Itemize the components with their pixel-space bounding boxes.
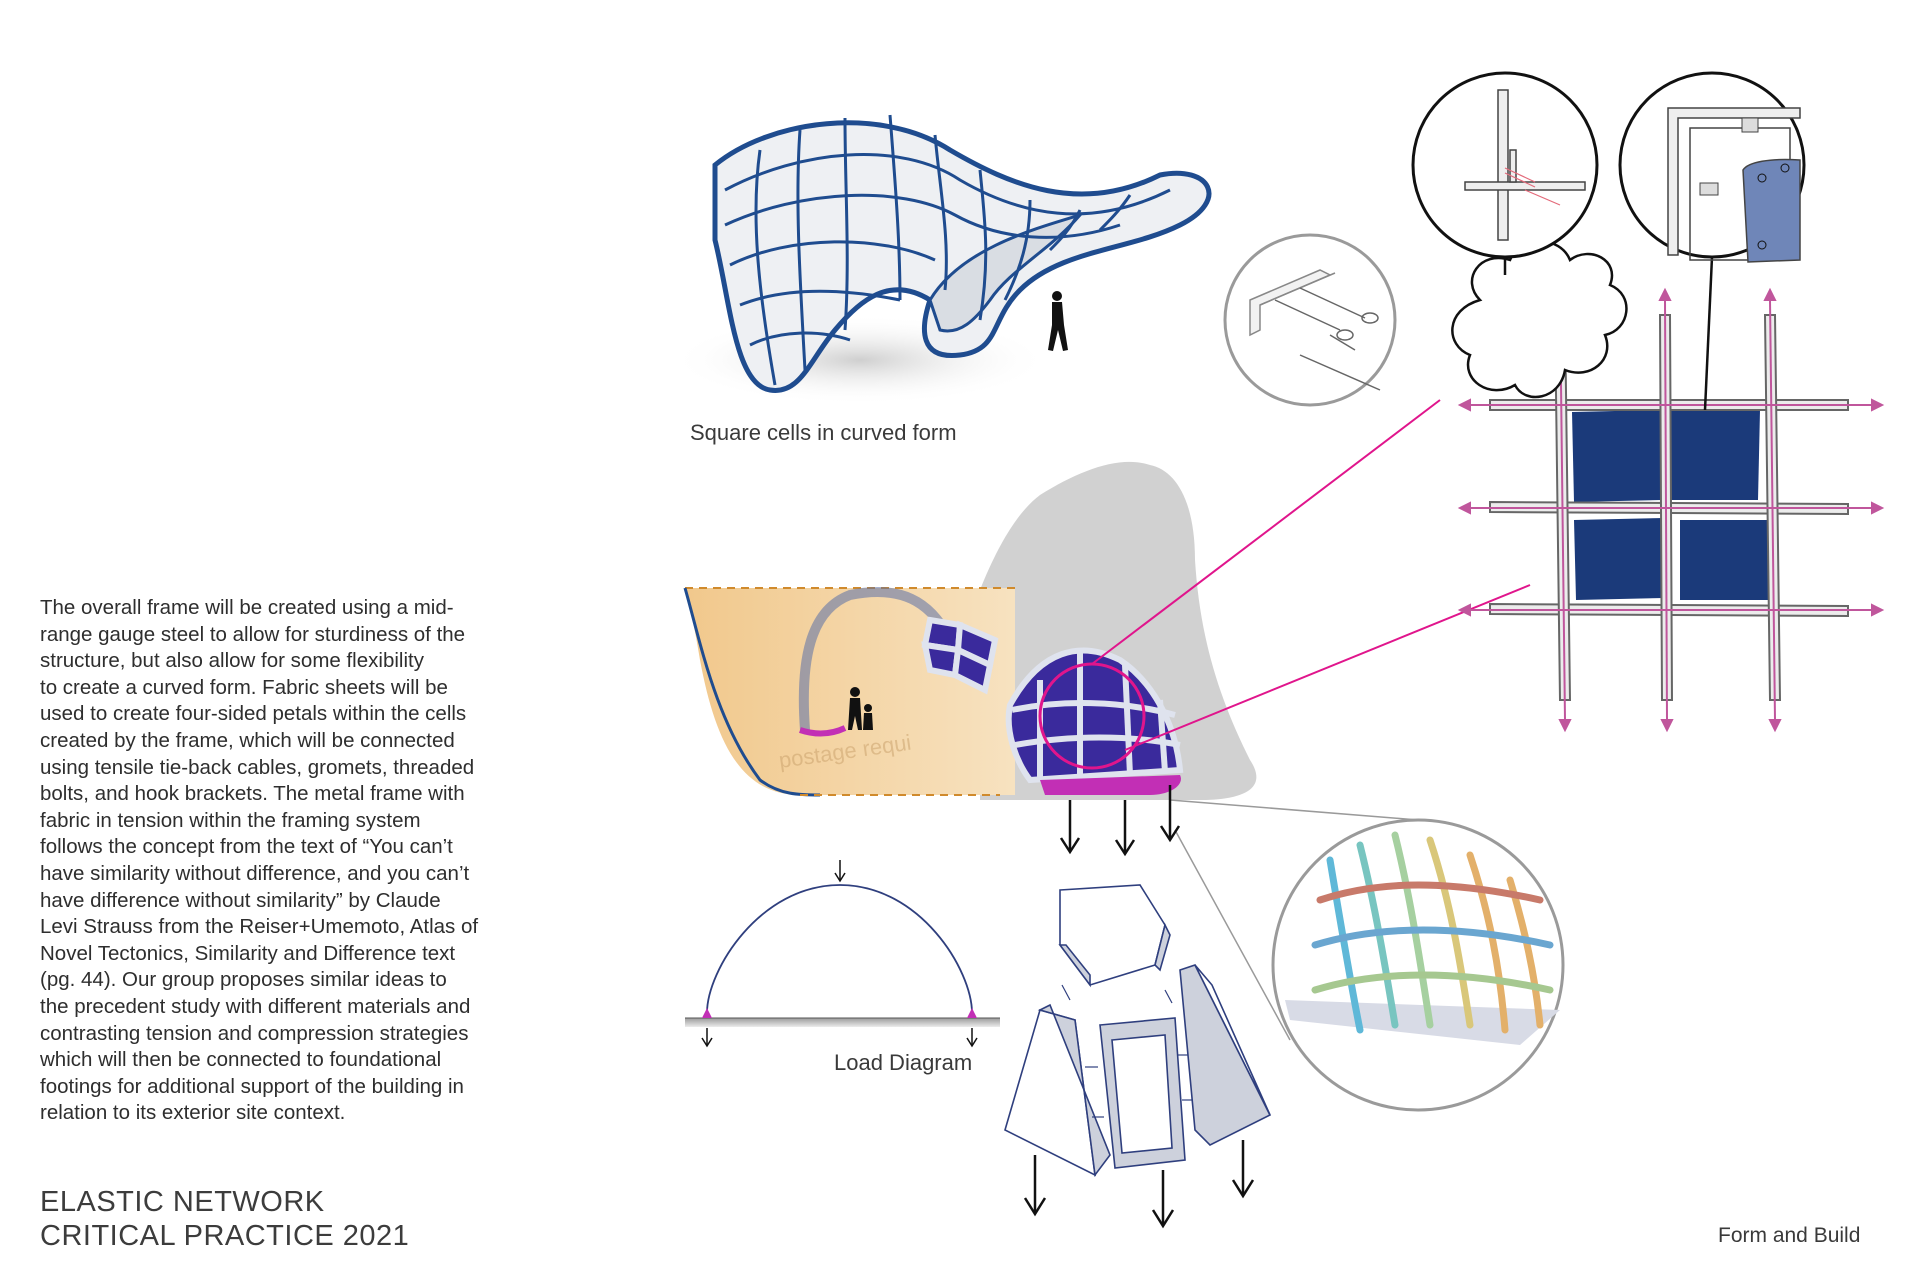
description-line: have similarity without difference, and …	[40, 861, 470, 885]
bolt-joint-detail	[1411, 71, 1599, 275]
caption-load-diagram: Load Diagram	[834, 1050, 973, 1075]
description-line: to create a curved form. Fabric sheets w…	[40, 675, 448, 699]
description-line: have difference without similarity” by C…	[40, 888, 441, 912]
curved-form-shell	[712, 120, 1212, 393]
description-line: using tensile tie-back cables, gromets, …	[40, 755, 475, 779]
people-silhouettes	[848, 687, 873, 730]
description-line: bolts, and hook brackets. The metal fram…	[40, 782, 465, 806]
mesh-render-detail	[1169, 799, 1565, 1112]
zoom-line-top	[1091, 399, 1441, 665]
description-line: (pg. 44). Our group proposes similar ide…	[40, 968, 447, 992]
description-line: footings for additional support of the b…	[40, 1074, 464, 1098]
description-line: fabric in tension within the framing sys…	[40, 808, 421, 832]
description-line: Levi Strauss from the Reiser+Umemoto, At…	[40, 915, 479, 939]
project-title: ELASTIC NETWORK CRITICAL PRACTICE 2021	[40, 1185, 409, 1253]
detail-cloud-callout	[1451, 240, 1628, 399]
cable-grommet-detail	[1223, 233, 1397, 407]
exploded-petal-pieces	[1004, 884, 1272, 1178]
description-line: contrasting tension and compression stra…	[40, 1021, 469, 1045]
description-line: relation to its exterior site context.	[40, 1101, 346, 1125]
description-line: the precedent study with different mater…	[40, 994, 471, 1018]
petal-strip	[921, 616, 999, 695]
description-line: used to create four-sided petals within …	[40, 702, 467, 726]
pieces-load-arrows	[1023, 1140, 1255, 1229]
site-ground	[685, 588, 1015, 795]
project-title-line1: ELASTIC NETWORK	[40, 1186, 325, 1218]
description-line: follows the concept from the text of “Yo…	[40, 835, 453, 859]
project-title-line2: CRITICAL PRACTICE 2021	[40, 1220, 410, 1252]
description-paragraph: The overall frame will be created using …	[40, 595, 600, 1127]
curved-form-render	[670, 114, 1212, 405]
caption-form-build: Form and Build	[1718, 1224, 1861, 1247]
section-load-arrows	[1059, 785, 1181, 857]
description-line: Novel Tectonics, Similarity and Differen…	[40, 941, 456, 965]
load-diagram	[685, 860, 1000, 1048]
description-line: The overall frame will be created using …	[40, 596, 454, 619]
curved-form-grid	[724, 114, 1171, 386]
description-line: range gauge steel to allow for sturdines…	[40, 622, 466, 646]
person-silhouette	[1048, 291, 1068, 351]
fabric-bracket-detail	[1618, 71, 1806, 411]
cell-grid-detail	[1457, 287, 1885, 733]
zoom-line-bottom	[1124, 584, 1531, 751]
description-line: structure, but also allow for some flexi…	[40, 649, 424, 673]
arch-frame	[798, 587, 955, 731]
site-section-render: postage requi	[683, 461, 1257, 800]
description-line: which will then be connected to foundati…	[40, 1048, 442, 1072]
caption-square-cells: Square cells in curved form	[690, 420, 957, 445]
description-line: created by the frame, which will be conn…	[40, 728, 455, 752]
